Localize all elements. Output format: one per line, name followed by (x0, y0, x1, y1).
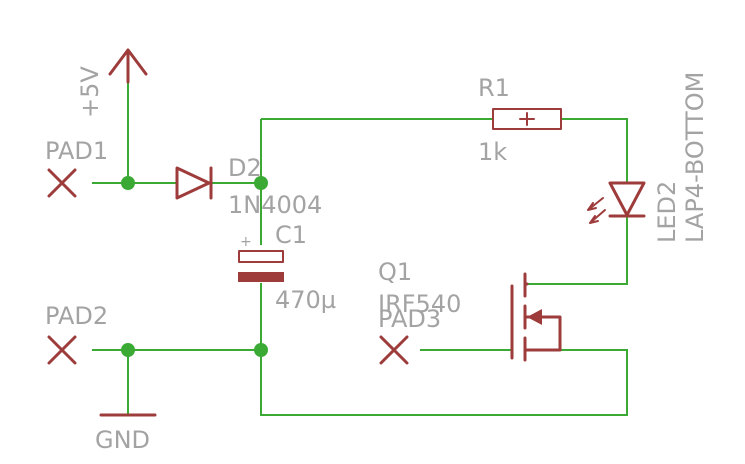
c1-name-label: C1 (275, 221, 307, 249)
junction-c1-gnd (254, 343, 268, 357)
pad1-label: PAD1 (45, 137, 108, 165)
c1-value-label: 470µ (275, 286, 336, 314)
led-led2[interactable] (587, 181, 646, 224)
junction-5v (121, 176, 135, 190)
junction-gnd (121, 343, 135, 357)
led2-name-label: LED2 (653, 181, 681, 243)
junction-d2 (254, 176, 268, 190)
junctions (121, 176, 268, 357)
d2-value-label: 1N4004 (228, 191, 322, 219)
c1-plus-sign: + (240, 234, 252, 250)
supply-5v-label: +5V (76, 66, 104, 118)
pad2-label: PAD2 (45, 302, 108, 330)
wire-led-to-drain (527, 216, 628, 285)
supply-5v-symbol (108, 48, 148, 84)
led2-value-label: LAP4-BOTTOM (681, 72, 709, 243)
resistor-r1[interactable] (492, 108, 562, 130)
q1-value-label: IRF540 (378, 290, 461, 318)
wire-resistor-to-led (561, 118, 628, 182)
pad3-marker[interactable] (379, 335, 409, 365)
pad2-marker[interactable] (47, 335, 77, 365)
gnd-label: GND (95, 426, 150, 454)
r1-value-label: 1k (478, 138, 507, 166)
diode-d2[interactable] (175, 166, 213, 200)
d2-name-label: D2 (228, 154, 262, 182)
wires (92, 80, 628, 416)
r1-name-label: R1 (478, 74, 510, 102)
q1-name-label: Q1 (378, 258, 412, 286)
pad3-label: PAD3 (378, 305, 441, 333)
wire-ground-loop (260, 283, 628, 416)
pad1-marker[interactable] (47, 168, 77, 198)
mosfet-q1[interactable] (510, 272, 562, 362)
capacitor-c1[interactable] (238, 250, 284, 282)
